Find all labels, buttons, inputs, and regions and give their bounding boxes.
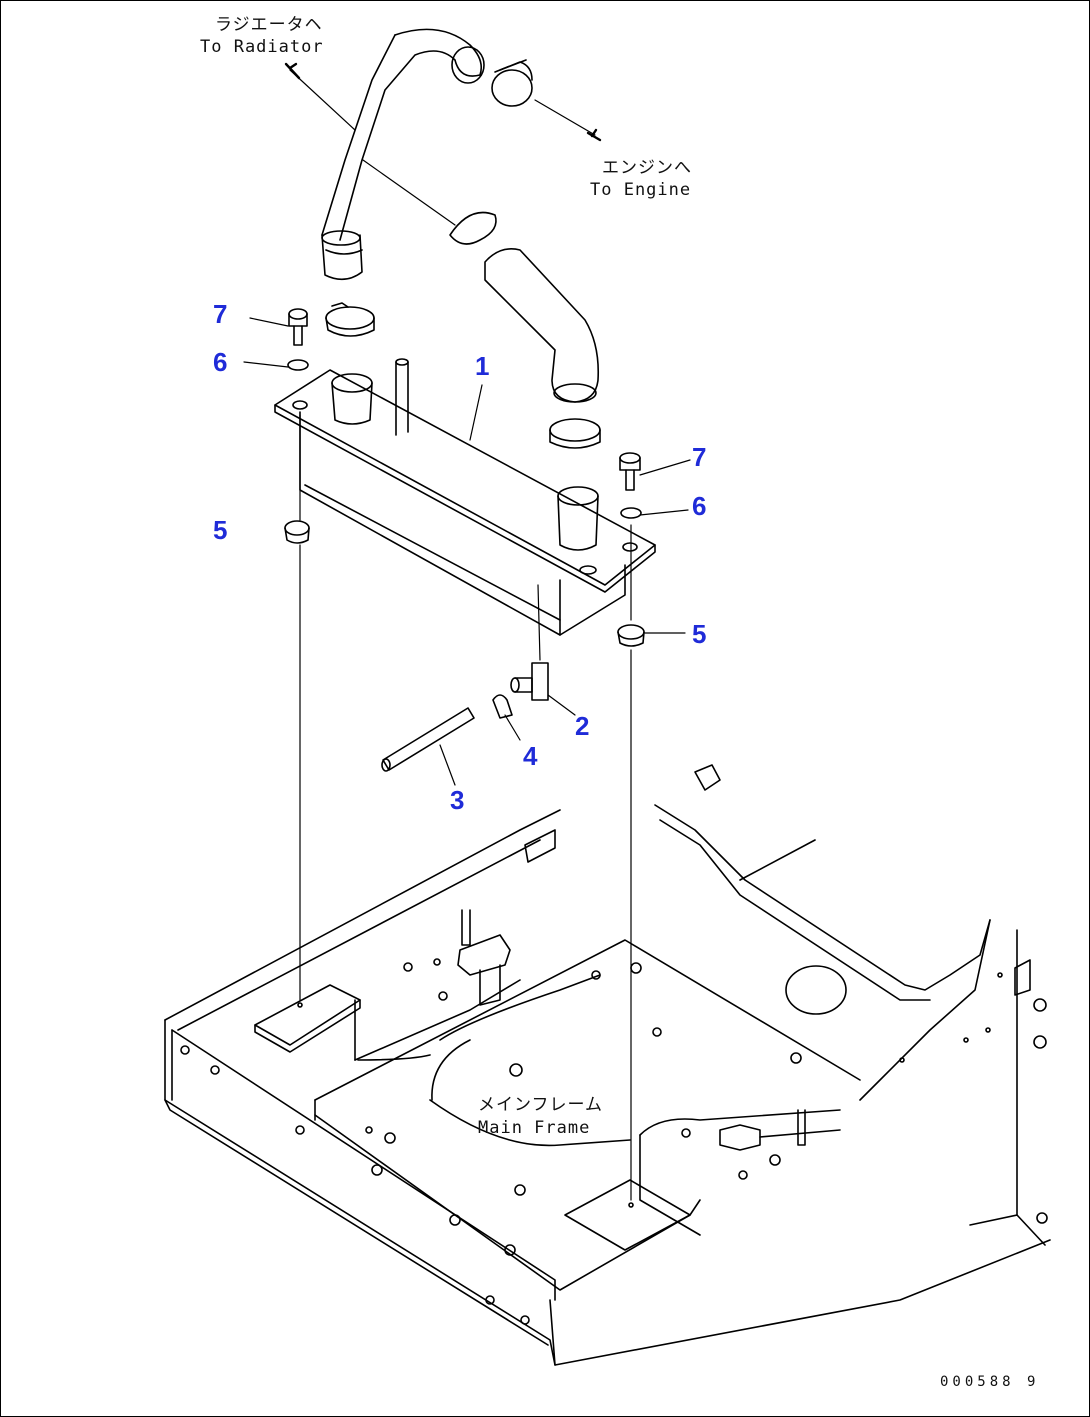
callout-6-right: 6	[692, 491, 707, 521]
assembly-guide-lines	[243, 69, 691, 1201]
washer-6-right	[620, 507, 642, 519]
to-engine-label-jp: エンジンへ	[602, 158, 692, 178]
elbow-fitting	[510, 662, 549, 701]
arrow-to-radiator	[284, 62, 301, 80]
callout-5-left: 5	[213, 515, 228, 545]
callout-2: 2	[575, 711, 590, 741]
to-radiator-label-jp: ラジエータヘ	[215, 15, 323, 35]
hose-clamp-right	[549, 418, 601, 449]
callout-4: 4	[523, 741, 538, 771]
callout-3: 3	[450, 785, 465, 815]
main-frame-label-jp: メインフレーム	[478, 1095, 603, 1115]
main-frame-label-en: Main Frame	[478, 1118, 591, 1138]
grommet-5-right	[617, 624, 645, 647]
grommet-5-left	[284, 520, 310, 544]
bolt-7-right	[619, 452, 641, 491]
hose-to-engine	[484, 248, 600, 403]
arrow-to-engine	[586, 128, 602, 142]
callout-7-left: 7	[213, 299, 228, 329]
hose-clamp-left	[325, 302, 375, 337]
surge-tank	[274, 358, 656, 636]
to-radiator-label-en: To Radiator	[200, 37, 324, 57]
callout-1: 1	[475, 351, 490, 381]
bolt-7-left	[288, 308, 308, 346]
tube-clip	[492, 694, 513, 719]
drain-tube	[381, 707, 475, 772]
callout-6-left: 6	[213, 347, 228, 377]
callout-7-right: 7	[692, 442, 707, 472]
drawing-code: 000588 9	[940, 1374, 1040, 1390]
to-engine-label-en: To Engine	[590, 180, 692, 200]
main-frame	[164, 764, 1051, 1366]
hose-clamp-top	[491, 59, 533, 107]
hose-to-radiator	[321, 28, 485, 281]
hose-clamp-mid	[449, 211, 497, 245]
washer-6-left	[287, 359, 309, 371]
callout-5-right: 5	[692, 619, 707, 649]
